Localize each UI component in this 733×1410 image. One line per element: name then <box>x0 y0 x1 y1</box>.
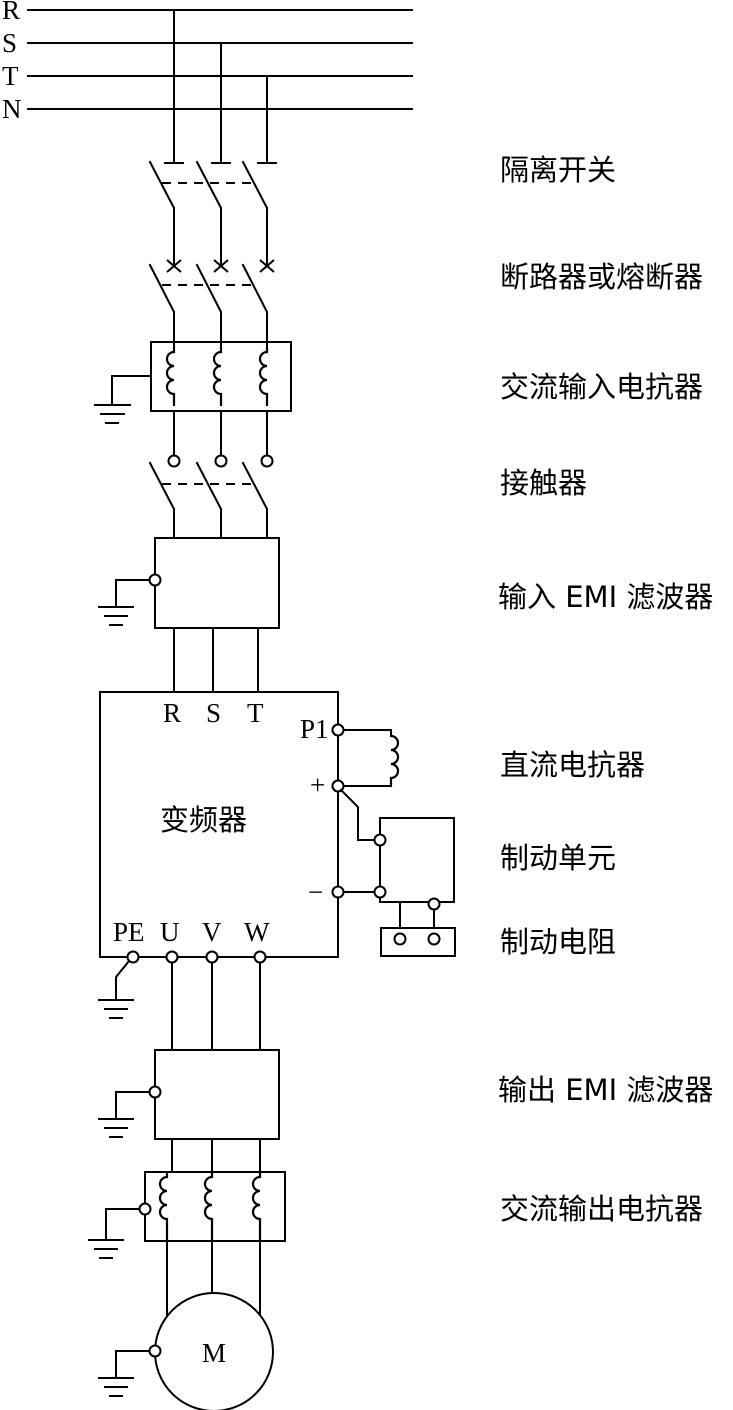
terminal-p1 <box>331 723 345 737</box>
inverter-block: 变频器 R S T P1 + − PE U V W <box>99 691 345 964</box>
terminal-p1-label: P1 <box>300 714 329 744</box>
terminal-minus <box>331 885 345 899</box>
bus-drops <box>173 9 268 164</box>
label-braking-unit: 制动单元 <box>500 841 616 875</box>
inverter-pe-ground <box>98 959 134 1019</box>
label-ac-input-reactor: 交流输入电抗器 <box>500 370 703 404</box>
terminal-s-label: S <box>206 698 221 728</box>
terminal-minus-label: − <box>308 877 323 907</box>
label-ac-output-reactor: 交流输出电抗器 <box>500 1192 703 1226</box>
motor-symbol: M <box>98 1292 274 1410</box>
braking-resistor-symbol <box>380 897 456 957</box>
terminal-r-label: R <box>163 698 181 728</box>
terminal-u-label: U <box>160 917 180 947</box>
bus-n-label: N <box>2 94 22 124</box>
motor-label: M <box>202 1338 226 1368</box>
output-emi-filter-symbol <box>98 1049 280 1173</box>
bus-s-label: S <box>2 28 17 58</box>
terminal-plus-label: + <box>310 770 325 800</box>
dc-reactor-symbol <box>342 729 400 787</box>
label-contactor: 接触器 <box>500 466 587 500</box>
terminal-w-label: W <box>244 917 270 947</box>
output-wiring <box>171 961 261 1051</box>
bus-t-label: T <box>2 61 19 91</box>
terminal-v-label: V <box>202 917 222 947</box>
terminal-t-label: T <box>247 698 264 728</box>
terminal-pe <box>126 950 140 964</box>
braking-unit-symbol <box>339 788 455 903</box>
label-dc-reactor: 直流电抗器 <box>500 748 645 782</box>
bus-r-label: R <box>2 0 20 25</box>
label-output-emi-filter: 输出 EMI 滤波器 <box>498 1073 713 1107</box>
inverter-title: 变频器 <box>160 803 247 837</box>
terminal-w <box>253 950 267 964</box>
input-emi-filter-symbol <box>98 537 280 693</box>
label-input-emi-filter: 输入 EMI 滤波器 <box>498 580 713 614</box>
ac-input-reactor-symbol <box>94 341 292 456</box>
terminal-pe-label: PE <box>113 917 145 947</box>
label-braking-resistor: 制动电阻 <box>500 925 616 959</box>
terminal-u <box>165 950 179 964</box>
contactor-symbol <box>148 454 274 539</box>
circuit-breaker-symbol <box>148 259 275 343</box>
label-isolating-switch: 隔离开关 <box>500 153 616 187</box>
supply-buses: R S T N <box>2 0 413 124</box>
ac-output-reactor-symbol <box>88 1171 286 1336</box>
label-breaker-or-fuse: 断路器或熔断器 <box>500 260 703 294</box>
isolating-switch-symbol <box>148 160 277 266</box>
terminal-v <box>205 950 219 964</box>
